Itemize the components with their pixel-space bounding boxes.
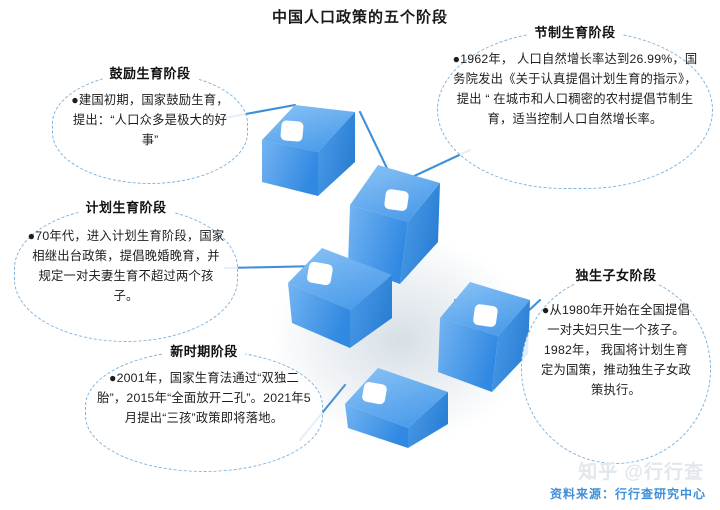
stage-heading-newera: 新时期阶段 [163,341,245,360]
cube-4 [438,282,530,392]
stage-body-encourage: ●建国初期，国家鼓励生育，提出：“人口众多是极大的好事” [71,93,229,147]
source-credit: 资料来源：行行查研究中心 [549,487,706,501]
cube-1 [262,105,355,196]
cube-3 [288,248,392,348]
stage-heading-onechild: 独生子女阶段 [568,265,664,284]
zhihu-watermark: 知乎 @行行查 [578,462,704,483]
stage-body-plan: ●70年代，进入计划生育阶段，国家相继出台政策，提倡晚婚晚育，并规定一对夫妻生育… [27,229,225,303]
stage-bubble-encourage[interactable]: 鼓励生育阶段 ●建国初期，国家鼓励生育，提出：“人口众多是极大的好事” [52,63,248,184]
stage-heading-plan: 计划生育阶段 [78,197,174,216]
stage-body-restrict: ●1962年， 人口自然增长率达到26.99%，国务院发出《关于认真提倡计划生育… [452,52,698,126]
connector-plan [223,264,322,270]
page-title: 中国人口政策的五个阶段 [271,9,448,26]
cube-5 [345,368,448,448]
stage-body-newera: ●2001年，国家生育法通过“双独二胎”，2015年“全面放开二孔”。2021年… [97,371,311,425]
stage-bubble-plan[interactable]: 计划生育阶段 ●70年代，进入计划生育阶段，国家相继出台政策，提倡晚婚晚育，并规… [14,197,238,342]
stage-bubble-newera[interactable]: 新时期阶段 ●2001年，国家生育法通过“双独二胎”，2015年“全面放开二孔”… [85,341,323,472]
stage-bubble-restrict[interactable]: 节制生育阶段 ●1962年， 人口自然增长率达到26.99%，国务院发出《关于认… [437,22,713,189]
stage-heading-restrict: 节制生育阶段 [527,22,623,41]
stage-body-onechild: ●从1980年开始在全国提倡一对夫妇只生一个孩子。1982年， 我国将计划生育定… [541,303,691,397]
stage-heading-encourage: 鼓励生育阶段 [102,63,198,82]
stage-bubble-onechild[interactable]: 独生子女阶段 ●从1980年开始在全国提倡一对夫妇只生一个孩子。1982年， 我… [521,265,711,464]
